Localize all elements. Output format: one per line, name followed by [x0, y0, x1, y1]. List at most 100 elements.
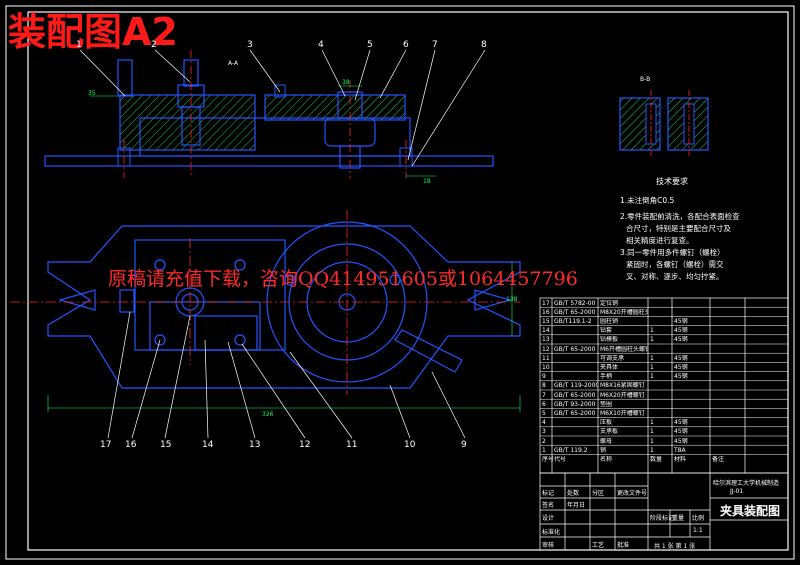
- handle: [394, 329, 463, 373]
- table-cell: GB/T 93-2000: [554, 400, 596, 408]
- title-block-label: 分区: [592, 490, 605, 497]
- table-cell: 1: [650, 327, 654, 335]
- screw-lower: [181, 106, 201, 146]
- leader-lines-bottom: [107, 311, 466, 439]
- title-block-label: 处数: [567, 490, 580, 497]
- table-cell: 垫圈: [600, 400, 613, 408]
- tech-req-line: 3.同一零件用多件螺钉（螺栓）: [620, 248, 725, 257]
- table-header-cell: 代号: [554, 455, 567, 463]
- leader-number: 11: [346, 440, 358, 450]
- table-cell: 12: [542, 345, 550, 353]
- table-cell: GB/T 65-2000: [554, 345, 596, 353]
- table-cell: 45钢: [674, 317, 688, 325]
- table-cell: 1: [650, 428, 654, 436]
- title-block-name: 夹具装配图: [720, 504, 781, 518]
- leader-number: 17: [100, 440, 112, 450]
- tech-req-line: 1.未注倒角C0.5: [620, 196, 675, 205]
- title-block-grid: [539, 472, 789, 551]
- table-cell: 钻套: [600, 327, 613, 335]
- table-cell: 手柄: [600, 373, 613, 381]
- table-cell: GB/T 119-2000: [554, 382, 598, 390]
- table-cell: 13: [542, 336, 550, 344]
- table-cell: 17: [542, 299, 550, 307]
- table-cell: T8A: [674, 446, 686, 454]
- table-cell: 5: [542, 409, 546, 417]
- table-cell: 压板: [600, 419, 613, 427]
- drill-plate: [134, 239, 286, 351]
- table-cell: 1: [650, 336, 654, 344]
- table-cell: M6开槽圆柱头螺钉: [600, 345, 648, 353]
- title-block-label: 阶段标记: [650, 515, 675, 522]
- table-cell: 1: [650, 419, 654, 427]
- table-cell: GB/T 65-2000: [554, 308, 596, 316]
- table-cell: 螺母: [600, 437, 613, 445]
- title-block-label: 审核: [542, 542, 555, 549]
- title-block-label: 签名: [542, 502, 555, 509]
- title-block-drawing-no: JJ-01: [730, 488, 744, 495]
- section-label-aa: A-A: [228, 60, 239, 67]
- watermark: 原稿请充值下载，咨询QQ414951605或1064457796: [108, 268, 578, 290]
- title-block-label: 设计: [542, 515, 555, 522]
- leader-number: 12: [299, 440, 311, 450]
- table-cell: 2: [542, 437, 546, 445]
- table-header-cell: 数量: [650, 455, 663, 463]
- table-cell: GB/T 5782-00: [554, 299, 596, 307]
- title-block-label: 标记: [542, 490, 555, 497]
- leader-number: 15: [160, 440, 172, 450]
- table-cell: 45钢: [674, 428, 688, 436]
- table-cell: 8: [542, 382, 546, 390]
- table-cell: 45钢: [674, 354, 688, 362]
- table-cell: 定位销: [600, 299, 619, 307]
- table-cell: 1: [542, 446, 546, 454]
- table-header-cell: 名称: [600, 455, 613, 463]
- tech-req-title: 技术要求: [656, 177, 688, 186]
- leader-number: 14: [202, 440, 214, 450]
- table-cell: 45钢: [674, 363, 688, 371]
- section-view-bb: [619, 90, 709, 156]
- dim-label-4: 138: [506, 296, 518, 303]
- plan-center-lines: [10, 210, 520, 395]
- table-cell: 7: [542, 391, 546, 399]
- table-header-cell: 序号: [542, 455, 555, 463]
- table-cell: M6X20开槽螺钉: [600, 391, 645, 399]
- table-cell: 夹具体: [600, 363, 619, 371]
- body-outline: [47, 225, 521, 389]
- table-cell: 钻模板: [600, 336, 619, 344]
- leader-number: 6: [403, 40, 409, 50]
- tech-req-line: 2.零件装配前清洗，各配合表面检查: [620, 212, 740, 221]
- title-block-label: 年月日: [567, 502, 586, 509]
- tech-req-line: 相关精度进行复查。: [626, 236, 694, 245]
- title-block-label: 标准化: [542, 529, 561, 536]
- drawing-title: 装配图A2: [8, 10, 178, 54]
- plan-view: [47, 221, 521, 389]
- table-cell: 45钢: [674, 437, 688, 445]
- tech-req-line: 紧固时，各螺钉（螺栓）需交: [626, 260, 724, 269]
- leader-number: 16: [125, 440, 137, 450]
- leader-number: 9: [461, 440, 467, 450]
- title-block-label: 批准: [617, 542, 630, 549]
- table-cell: 45钢: [674, 419, 688, 427]
- leader-number: 13: [249, 440, 261, 450]
- table-cell: 1: [650, 446, 654, 454]
- title-block-sheet: 共 1 张 第 1 张: [654, 543, 696, 550]
- title-block-scale: 1:1: [693, 527, 703, 534]
- table-cell: 14: [542, 327, 550, 335]
- table-cell: 6: [542, 400, 546, 408]
- dim-label-5: 18: [423, 178, 431, 185]
- leader-number: 5: [367, 40, 373, 50]
- table-cell: 11: [542, 354, 550, 362]
- dim-label-3: 326: [262, 411, 274, 418]
- dim-label-1: 35: [88, 90, 96, 97]
- table-cell: GB/T 65-2000: [554, 391, 596, 399]
- table-cell: 45钢: [674, 327, 688, 335]
- leader-number: 4: [318, 40, 324, 50]
- table-cell: 45钢: [674, 336, 688, 344]
- table-cell: 3: [542, 428, 546, 436]
- table-cell: M8X16紧固螺钉: [600, 382, 645, 390]
- table-cell: 16: [542, 308, 550, 316]
- table-cell: 1: [650, 363, 654, 371]
- tech-req-line: 合尺寸，特别是主要配合尺寸及: [626, 224, 731, 233]
- base-plate: [44, 155, 494, 167]
- bushing-plate: [194, 315, 258, 351]
